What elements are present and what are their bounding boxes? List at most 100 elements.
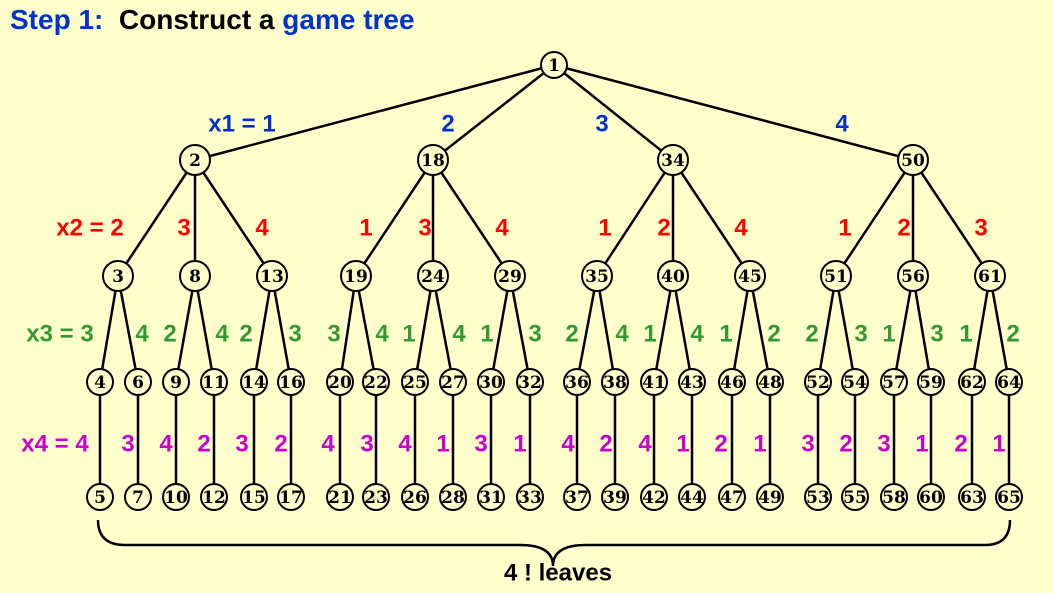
node-circle bbox=[124, 368, 152, 396]
tree-edge bbox=[988, 275, 1011, 383]
node-label: 60 bbox=[919, 488, 943, 508]
node-circle bbox=[439, 368, 467, 396]
edge-label-x4: 1 bbox=[676, 431, 689, 458]
node-circle bbox=[439, 483, 467, 511]
node-label: 37 bbox=[565, 488, 589, 508]
node-circle bbox=[995, 483, 1023, 511]
title-text: Construct a bbox=[118, 4, 275, 35]
node-label: 26 bbox=[403, 488, 427, 508]
node-circle bbox=[563, 368, 591, 396]
edge-label-x4: 1 bbox=[513, 431, 526, 458]
tree-node: 38 bbox=[601, 368, 629, 396]
node-label: 13 bbox=[260, 267, 284, 287]
edge-label-x4: 2 bbox=[274, 431, 287, 458]
node-label: 36 bbox=[565, 373, 589, 393]
node-label: 14 bbox=[242, 373, 266, 393]
node-circle bbox=[179, 260, 211, 292]
node-label: 11 bbox=[202, 373, 226, 393]
tree-node: 41 bbox=[640, 368, 668, 396]
edge-label-x4: 4 bbox=[159, 431, 173, 458]
tree-edge bbox=[116, 159, 197, 277]
node-label: 17 bbox=[279, 488, 303, 508]
node-circle bbox=[880, 368, 908, 396]
node-label: 34 bbox=[661, 151, 685, 171]
tree-node: 60 bbox=[917, 483, 945, 511]
edge-label-x1: 2 bbox=[441, 111, 454, 138]
node-label: 42 bbox=[642, 488, 666, 508]
edge-label-x4: 3 bbox=[474, 431, 487, 458]
edge-label-x4: 3 bbox=[121, 431, 134, 458]
edge-label-x2: 1 bbox=[359, 215, 372, 242]
node-label: 18 bbox=[421, 151, 445, 171]
node-circle bbox=[401, 483, 429, 511]
node-label: 19 bbox=[344, 267, 368, 287]
node-circle bbox=[86, 483, 114, 511]
node-label: 29 bbox=[498, 267, 522, 287]
tree-edge bbox=[354, 159, 435, 277]
edge-label-x4: 1 bbox=[915, 431, 928, 458]
title-step: Step 1: bbox=[10, 4, 104, 35]
node-circle bbox=[581, 260, 613, 292]
page-title: Step 1: Construct a game tree bbox=[10, 4, 415, 36]
tree-node: 64 bbox=[995, 368, 1023, 396]
tree-edge bbox=[193, 159, 274, 277]
node-label: 1 bbox=[548, 56, 560, 76]
node-label: 9 bbox=[170, 373, 182, 393]
tree-node: 48 bbox=[756, 368, 784, 396]
edge-label-x4: 2 bbox=[839, 431, 852, 458]
edge-label-x3: 1 bbox=[643, 321, 656, 348]
edge-label-x3: 1 bbox=[719, 321, 732, 348]
tree-node: 42 bbox=[640, 483, 668, 511]
node-circle bbox=[640, 483, 668, 511]
tree-node: 6 bbox=[124, 368, 152, 396]
node-circle bbox=[718, 483, 746, 511]
tree-node: 56 bbox=[897, 260, 929, 292]
tree-node: 63 bbox=[958, 483, 986, 511]
tree-node: 52 bbox=[804, 368, 832, 396]
tree-node: 2 bbox=[179, 144, 211, 176]
node-label: 33 bbox=[518, 488, 542, 508]
node-circle bbox=[516, 368, 544, 396]
node-label: 15 bbox=[242, 488, 266, 508]
tree-node: 13 bbox=[256, 260, 288, 292]
edge-label-x3: 4 bbox=[452, 321, 466, 348]
edge-label-x4: 3 bbox=[801, 431, 814, 458]
tree-node: 26 bbox=[401, 483, 429, 511]
node-circle bbox=[917, 483, 945, 511]
tree-edge bbox=[911, 159, 992, 277]
edge-label-x3: 4 bbox=[690, 321, 704, 348]
node-label: 62 bbox=[960, 373, 984, 393]
node-circle bbox=[277, 483, 305, 511]
edge-label-x3: 4 bbox=[215, 321, 229, 348]
tree-node: 57 bbox=[880, 368, 908, 396]
edge-label-x4: 2 bbox=[714, 431, 727, 458]
tree-node: 3 bbox=[102, 260, 134, 292]
node-label: 8 bbox=[189, 267, 201, 287]
tree-edge bbox=[652, 275, 675, 383]
edge-label-x4: 1 bbox=[753, 431, 766, 458]
node-circle bbox=[995, 368, 1023, 396]
edge-label-x2: x2 = 2 bbox=[56, 215, 123, 242]
tree-node: 62 bbox=[958, 368, 986, 396]
node-label: 49 bbox=[758, 488, 782, 508]
tree-node: 54 bbox=[841, 368, 869, 396]
tree-node: 32 bbox=[516, 368, 544, 396]
tree-edge bbox=[431, 275, 455, 383]
tree-node: 29 bbox=[494, 260, 526, 292]
tree-node: 55 bbox=[841, 483, 869, 511]
tree-edge bbox=[489, 275, 512, 383]
node-label: 50 bbox=[901, 151, 925, 171]
edge-label-x4: 3 bbox=[877, 431, 890, 458]
node-label: 35 bbox=[585, 267, 609, 287]
edge-label-x3: 2 bbox=[767, 321, 780, 348]
node-label: 16 bbox=[279, 373, 303, 393]
node-circle bbox=[86, 368, 114, 396]
edge-label-x3: 4 bbox=[615, 321, 629, 348]
tree-node: 44 bbox=[678, 483, 706, 511]
tree-edge bbox=[116, 275, 140, 383]
node-circle bbox=[494, 260, 526, 292]
node-circle bbox=[820, 260, 852, 292]
node-label: 28 bbox=[441, 488, 465, 508]
node-label: 51 bbox=[824, 267, 848, 287]
